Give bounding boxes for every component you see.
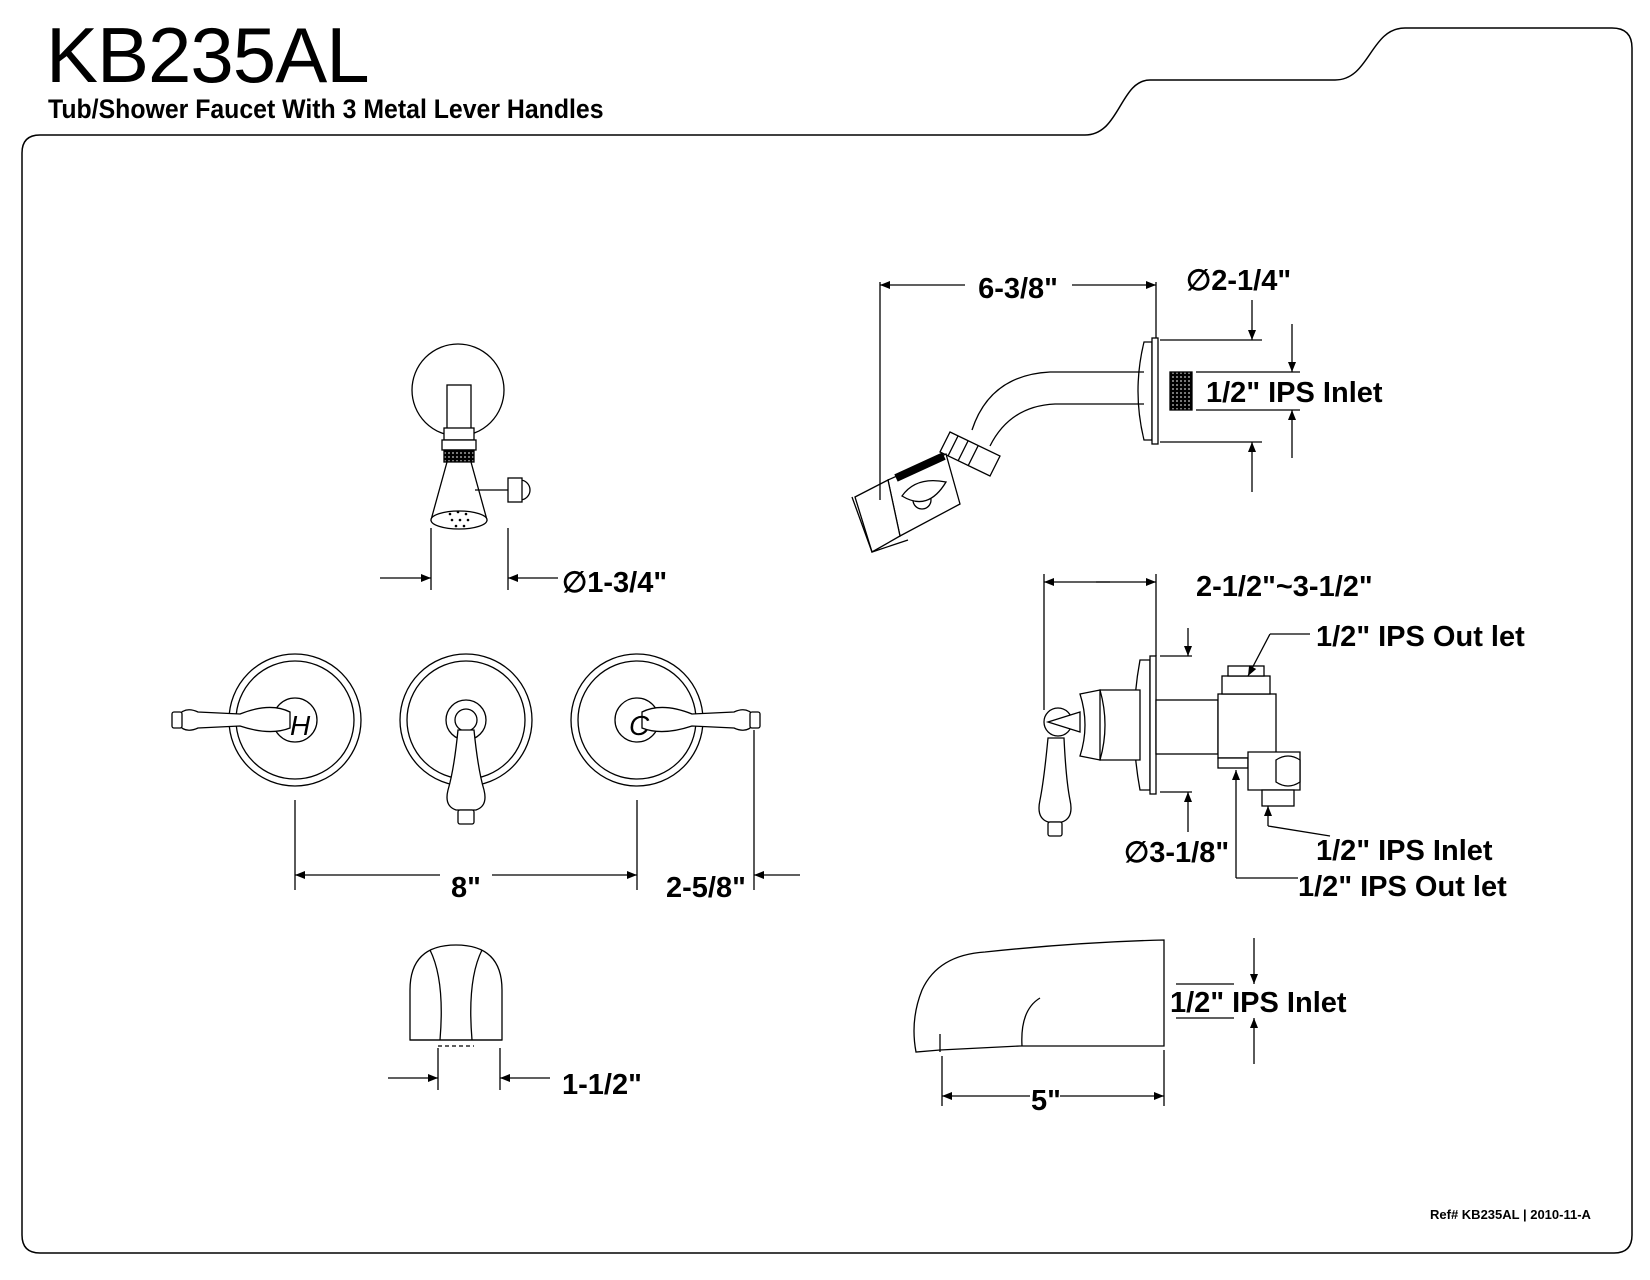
shower-inlet-label: 1/2" IPS Inlet — [1206, 377, 1383, 409]
model-number-title: KB235AL — [46, 11, 370, 99]
flange-diameter-label: ∅2-1/4" — [1186, 265, 1291, 297]
valve-outlet-bottom-label: 1/2" IPS Out let — [1298, 871, 1507, 903]
reference-footer: Ref# KB235AL | 2010-11-A — [1430, 1207, 1591, 1222]
escutcheon-diameter-label: ∅3-1/8" — [1124, 837, 1229, 869]
shower-arm-side-view — [851, 337, 1193, 553]
cold-handle — [570, 653, 761, 787]
showerhead-diameter-dimension — [380, 528, 558, 590]
tub-spout-front-view — [409, 944, 503, 1047]
valve-inlet-label: 1/2" IPS Inlet — [1316, 835, 1493, 867]
sheet-border — [21, 27, 1633, 1254]
spout-width-label: 1-1/2" — [562, 1069, 642, 1101]
spout-dimensions — [941, 938, 1258, 1106]
spout-width-dimension — [388, 1048, 550, 1090]
valve-dimensions — [1043, 574, 1331, 879]
shower-arm-dimensions — [879, 281, 1300, 500]
hot-mark: H — [290, 710, 311, 741]
spout-inlet-label: 1/2" IPS Inlet — [1170, 987, 1347, 1019]
cold-mark: C — [629, 710, 650, 741]
spout-length-label: 5" — [1031, 1085, 1061, 1117]
tub-spout-side-view — [913, 939, 1165, 1053]
diverter-handle — [399, 653, 533, 825]
showerhead-diameter-label: ∅1-3/4" — [562, 567, 667, 599]
hot-handle — [171, 653, 362, 787]
product-subtitle: Tub/Shower Faucet With 3 Metal Lever Han… — [48, 94, 604, 124]
valve-depth-label: 2-1/2"~3-1/2" — [1196, 571, 1373, 603]
handle-spacing-label: 8" — [451, 872, 481, 904]
valve-outlet-top-label: 1/2" IPS Out let — [1316, 621, 1525, 653]
shower-arm-length-label: 6-3/8" — [978, 273, 1058, 305]
showerhead-front-view — [411, 343, 531, 530]
handle-offset-label: 2-5/8" — [666, 872, 746, 904]
handle-spacing-dimension — [294, 730, 800, 890]
valve-side-view — [1038, 655, 1301, 837]
